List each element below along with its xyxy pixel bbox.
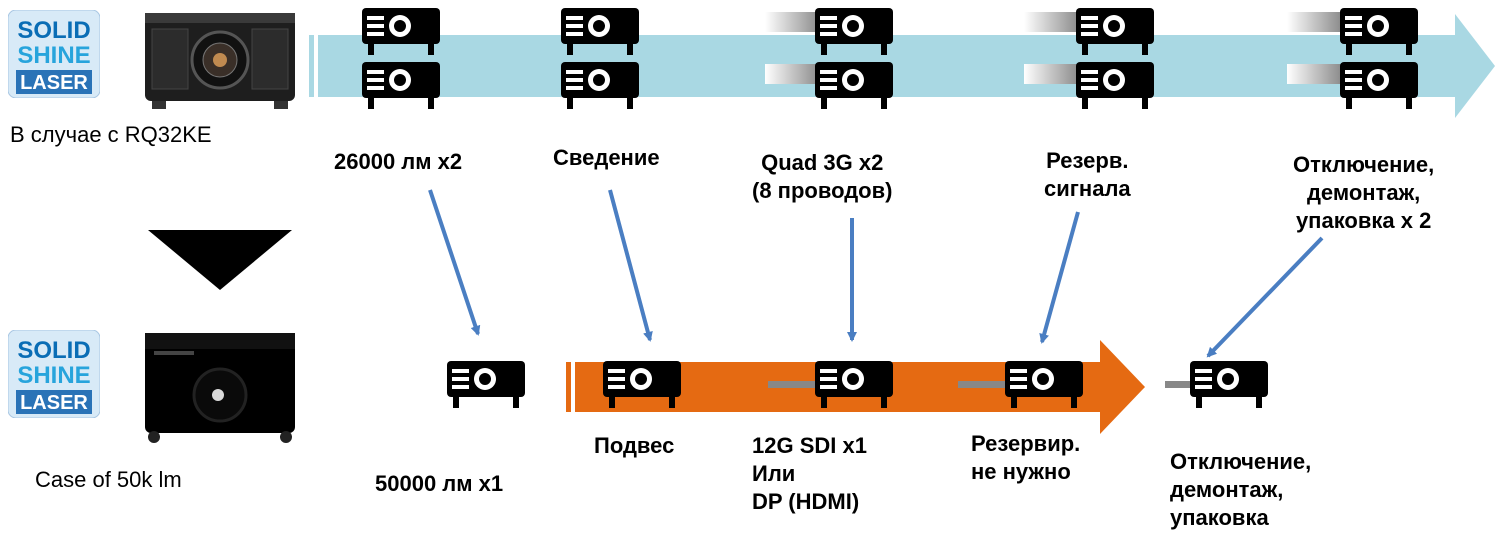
projector-icon [362,8,440,55]
svg-text:SHINE: SHINE [17,42,90,69]
label-top-signal: Quad 3G x2 (8 проводов) [752,150,893,203]
label-bottom-teardown: Отключение, демонтаж, упаковка [1170,449,1312,530]
label-top-convergence: Сведение [553,145,660,170]
projector-icon [1076,62,1154,109]
projector-icon [1190,361,1268,408]
label-bottom-backup: Резервир. не нужно [971,431,1081,484]
svg-text:SOLID: SOLID [17,17,90,44]
svg-text:SHINE: SHINE [17,362,90,389]
label-bottom-signal: 12G SDI x1 Или DP (HDMI) [752,433,867,514]
rq32ke-projector-image [145,13,295,109]
solid-shine-laser-logo-bottom: SOLID SHINE LASER [8,330,100,418]
projector-icon [815,62,893,109]
projector-icon [561,62,639,109]
projector-icon [362,62,440,109]
projector-icon [447,361,525,408]
projector-icon [1340,8,1418,55]
projector-icon [561,8,639,55]
label-bottom-lumens: 50000 лм x1 [375,471,504,496]
projector-icon [815,8,893,55]
bottom-caption: Case of 50k lm [35,467,182,492]
projector-icon [1005,361,1083,408]
connector-arrows [428,189,1324,358]
projector-icon [815,361,893,408]
top-cables [765,12,1341,84]
down-triangle-icon [148,230,292,290]
bottom-cables [768,381,1192,388]
projector-icon [603,361,681,408]
svg-text:SOLID: SOLID [17,337,90,364]
solid-shine-laser-logo-top: SOLID SHINE LASER [8,10,100,98]
label-bottom-rigging: Подвес [594,433,675,458]
svg-text:LASER: LASER [20,392,88,414]
top-caption: В случае с RQ32KE [10,122,212,147]
label-top-lumens: 26000 лм x2 [334,149,463,174]
label-top-teardown: Отключение, демонтаж, упаковка x 2 [1293,152,1435,233]
projector-icon [1340,62,1418,109]
50k-projector-image [145,333,295,443]
svg-text:LASER: LASER [20,72,88,94]
projector-icon [1076,8,1154,55]
label-top-backup: Резерв. сигнала [1044,148,1131,201]
